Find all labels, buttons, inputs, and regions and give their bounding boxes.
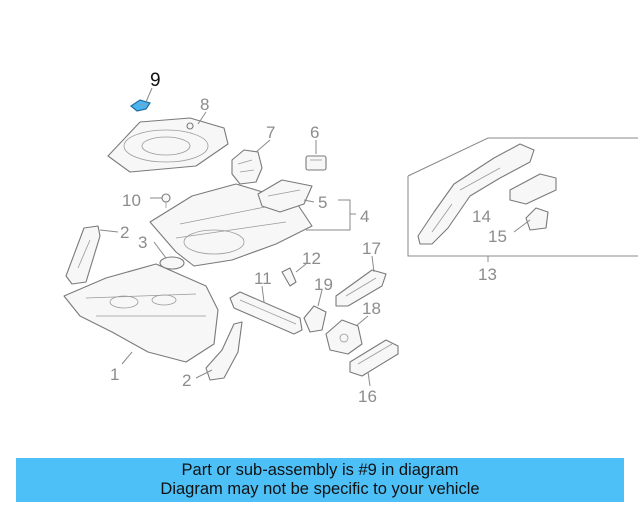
callout-8: 8	[200, 95, 209, 114]
part-12-bracket	[281, 267, 297, 287]
callout-4: 4	[360, 207, 369, 226]
part-10-bolt	[161, 193, 171, 208]
part-6-clip	[305, 155, 327, 171]
part-2-lower-side-member	[205, 321, 243, 381]
leader-lines	[99, 87, 531, 387]
part-19-bracket	[303, 305, 327, 333]
part-8-spare-tire-pan	[107, 117, 229, 173]
part-3-plug	[159, 256, 185, 270]
caption-line-disclaimer: Diagram may not be specific to your vehi…	[160, 480, 480, 498]
callout-11: 11	[254, 269, 272, 288]
caption-banner: Part or sub-assembly is #9 in diagram Di…	[16, 458, 624, 502]
callout-6: 6	[310, 123, 319, 142]
callout-labels: 9 8 7 6 10 2 3 5 4 11 12 17 19 18 16 1 2…	[110, 70, 507, 406]
part-11-rail	[229, 291, 303, 335]
part-14-rear-side-member	[417, 143, 535, 245]
callout-12: 12	[302, 249, 321, 268]
callout-17: 17	[362, 239, 381, 258]
part-2-upper-side-member	[65, 225, 101, 285]
callout-18: 18	[362, 299, 381, 318]
part-5-crossmember	[257, 179, 313, 213]
callout-13: 13	[478, 265, 497, 284]
callout-7: 7	[266, 123, 275, 142]
callout-3: 3	[138, 233, 147, 252]
caption-line-part: Part or sub-assembly is #9 in diagram	[181, 461, 459, 479]
parts-diagram: 9 8 7 6 10 2 3 5 4 11 12 17 19 18 16 1 2…	[63, 70, 638, 406]
callout-2-upper: 2	[120, 223, 129, 242]
part-18-bracket	[325, 319, 363, 355]
part-1-center-floor-pan	[63, 263, 219, 363]
callout-9: 9	[150, 70, 161, 91]
part-16-rail	[349, 339, 399, 377]
part-17-reinforcement	[335, 269, 387, 307]
callout-16: 16	[358, 387, 377, 406]
part-15-bracket	[509, 173, 557, 231]
callout-2-lower: 2	[182, 371, 191, 390]
callout-14: 14	[472, 207, 491, 226]
part-7-bracket	[231, 149, 263, 185]
callout-15: 15	[488, 227, 507, 246]
callout-10: 10	[122, 191, 141, 210]
callout-5: 5	[318, 193, 327, 212]
callout-19: 19	[314, 275, 333, 294]
callout-1: 1	[110, 365, 119, 384]
group-13-box	[407, 137, 638, 257]
part-9-bracket-highlighted	[129, 99, 151, 112]
